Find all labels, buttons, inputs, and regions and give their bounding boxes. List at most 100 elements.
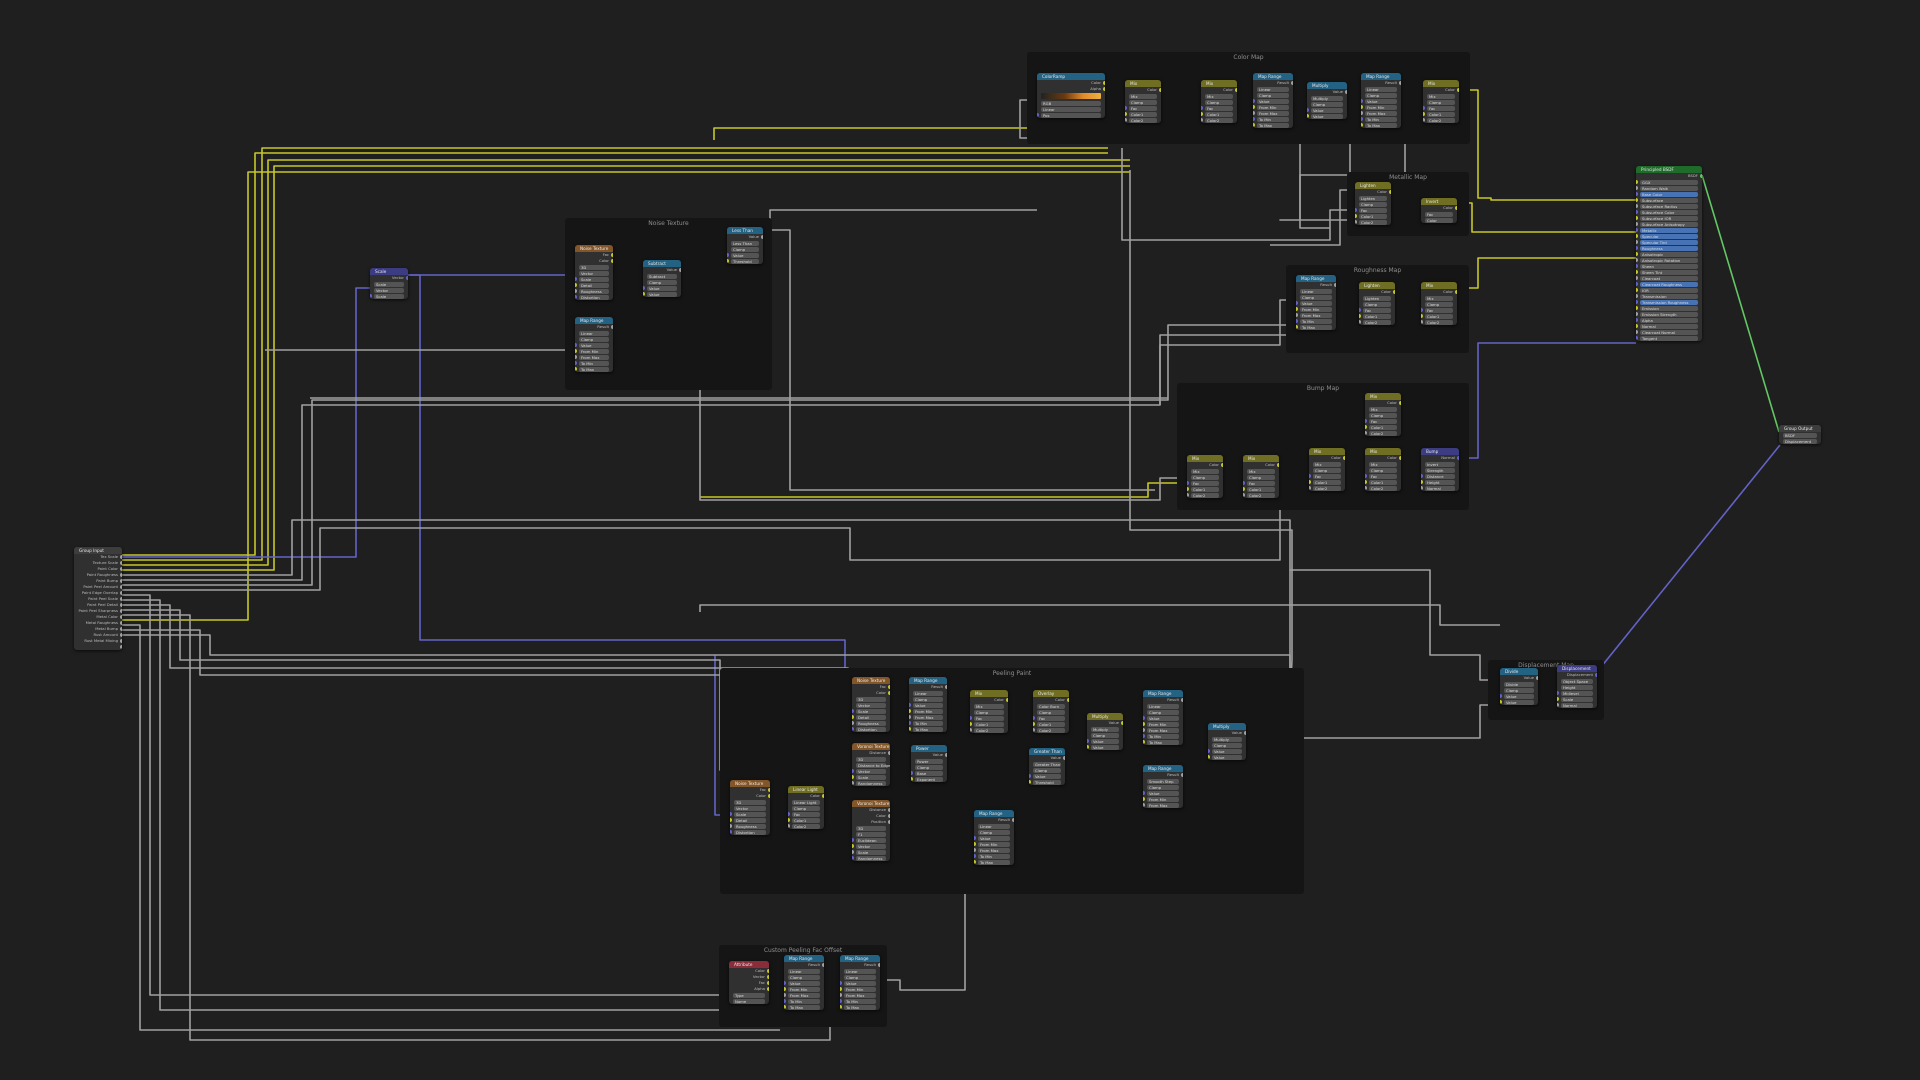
socket-dot[interactable] bbox=[909, 715, 911, 719]
input-ior[interactable]: IOR bbox=[1636, 287, 1702, 293]
socket-dot[interactable] bbox=[120, 627, 122, 631]
value-field[interactable]: From Min bbox=[913, 708, 943, 714]
value-field[interactable]: Power bbox=[915, 758, 943, 764]
input-to-max[interactable]: To Max bbox=[840, 1004, 880, 1010]
value-field[interactable]: Threshold bbox=[731, 258, 759, 264]
output-socket-fac[interactable]: Fac bbox=[852, 684, 890, 690]
socket-dot[interactable] bbox=[1361, 123, 1363, 127]
value-field[interactable]: Vector bbox=[374, 287, 404, 293]
value-field[interactable]: Color bbox=[1425, 217, 1453, 223]
value-field[interactable]: From Min bbox=[579, 348, 609, 354]
value-field[interactable]: Clamp bbox=[1033, 767, 1061, 773]
output-socket-paint-peel-detail[interactable]: Paint Peel Detail bbox=[74, 602, 122, 608]
value-field[interactable]: From Min bbox=[788, 986, 820, 992]
value-field[interactable]: To Min bbox=[1257, 116, 1289, 122]
socket-dot[interactable] bbox=[888, 814, 890, 818]
input-to-min[interactable]: To Min bbox=[1253, 116, 1293, 122]
input-value[interactable]: Value bbox=[1500, 693, 1538, 699]
input-base-color[interactable]: Base Color bbox=[1636, 191, 1702, 197]
value-field[interactable]: Fac bbox=[792, 811, 820, 817]
value-field[interactable]: Normal bbox=[1640, 323, 1698, 329]
input-threshold[interactable]: Threshold bbox=[1029, 779, 1065, 785]
input-vector[interactable]: Vector bbox=[370, 287, 408, 293]
node-title[interactable]: Mix bbox=[1309, 448, 1345, 455]
node-title[interactable]: Multiply bbox=[1208, 723, 1246, 730]
input-3d[interactable]: 3D bbox=[730, 799, 770, 805]
socket-dot[interactable] bbox=[406, 276, 408, 280]
input-clamp[interactable]: Clamp bbox=[1355, 201, 1391, 207]
input-clamp[interactable]: Clamp bbox=[1033, 709, 1069, 715]
input-value[interactable]: Value bbox=[1029, 773, 1065, 779]
input-fac[interactable]: Fac bbox=[788, 811, 824, 817]
input-color2[interactable]: Color2 bbox=[1365, 485, 1401, 491]
input-to-min[interactable]: To Min bbox=[1143, 733, 1183, 739]
socket-dot[interactable] bbox=[1557, 697, 1559, 701]
input-fac[interactable]: Fac bbox=[1365, 473, 1401, 479]
input-fac[interactable]: Fac bbox=[1355, 207, 1391, 213]
output-socket-result[interactable]: Result bbox=[1361, 80, 1401, 86]
socket-dot[interactable] bbox=[1636, 264, 1638, 268]
value-field[interactable]: Value bbox=[1311, 107, 1343, 113]
value-field[interactable]: Exponent bbox=[915, 776, 943, 782]
input-value[interactable]: Value bbox=[727, 252, 763, 258]
socket-dot[interactable] bbox=[120, 645, 122, 649]
output-socket-fac[interactable]: Fac bbox=[575, 252, 613, 258]
socket-dot[interactable] bbox=[1636, 246, 1638, 250]
input-clamp[interactable]: Clamp bbox=[643, 279, 681, 285]
value-field[interactable]: Color1 bbox=[1359, 213, 1387, 219]
input-clamp[interactable]: Clamp bbox=[1125, 99, 1161, 105]
output-socket-result[interactable]: Result bbox=[784, 962, 824, 968]
input-value[interactable]: Value bbox=[1296, 300, 1336, 306]
input-color1[interactable]: Color1 bbox=[1355, 213, 1391, 219]
socket-dot[interactable] bbox=[878, 963, 880, 967]
input-value[interactable]: Value bbox=[575, 342, 613, 348]
value-field[interactable]: Clamp bbox=[1129, 99, 1157, 105]
input-fac[interactable]: Fac bbox=[1423, 105, 1459, 111]
float-link-42[interactable] bbox=[122, 599, 780, 1011]
input-value[interactable]: Value bbox=[1307, 107, 1347, 113]
input-clamp[interactable]: Clamp bbox=[1421, 301, 1457, 307]
value-field[interactable]: Value bbox=[1147, 790, 1179, 796]
value-field[interactable]: Sheen bbox=[1640, 263, 1698, 269]
input-from-min[interactable]: From Min bbox=[1143, 796, 1183, 802]
value-field[interactable]: Lighten bbox=[1363, 295, 1391, 301]
socket-dot[interactable] bbox=[1636, 192, 1638, 196]
value-field[interactable]: Mix bbox=[1129, 93, 1157, 99]
socket-dot[interactable] bbox=[679, 268, 681, 272]
socket-dot[interactable] bbox=[730, 818, 732, 822]
value-field[interactable]: Linear bbox=[1041, 106, 1101, 112]
value-field[interactable]: To Min bbox=[1147, 733, 1179, 739]
input-distance-to-edge[interactable]: Distance to Edge bbox=[852, 762, 890, 768]
value-field[interactable]: Clamp bbox=[1311, 101, 1343, 107]
socket-dot[interactable] bbox=[120, 555, 122, 559]
socket-dot[interactable] bbox=[909, 703, 911, 707]
output-socket-fac[interactable]: Fac bbox=[730, 787, 770, 793]
value-field[interactable]: Color2 bbox=[974, 727, 1004, 733]
input-distance[interactable]: Distance bbox=[1421, 473, 1459, 479]
value-field[interactable]: Color2 bbox=[1205, 117, 1233, 123]
socket-dot[interactable] bbox=[1421, 314, 1423, 318]
value-field[interactable]: IOR bbox=[1640, 287, 1698, 293]
value-field[interactable]: Tangent bbox=[1640, 335, 1698, 341]
input-exponent[interactable]: Exponent bbox=[911, 776, 947, 782]
socket-dot[interactable] bbox=[1365, 474, 1367, 478]
value-field[interactable]: Normal bbox=[1425, 485, 1455, 491]
value-field[interactable]: Color2 bbox=[1427, 117, 1455, 123]
output-socket-value[interactable]: Value bbox=[727, 234, 763, 240]
input-to-min[interactable]: To Min bbox=[1296, 318, 1336, 324]
socket-dot[interactable] bbox=[1033, 722, 1035, 726]
value-field[interactable]: Linear bbox=[978, 823, 1010, 829]
input-linear[interactable]: Linear bbox=[974, 823, 1014, 829]
socket-dot[interactable] bbox=[1201, 106, 1203, 110]
input-to-max[interactable]: To Max bbox=[784, 1004, 824, 1010]
socket-dot[interactable] bbox=[852, 838, 854, 842]
socket-dot[interactable] bbox=[1421, 308, 1423, 312]
socket-dot[interactable] bbox=[120, 561, 122, 565]
